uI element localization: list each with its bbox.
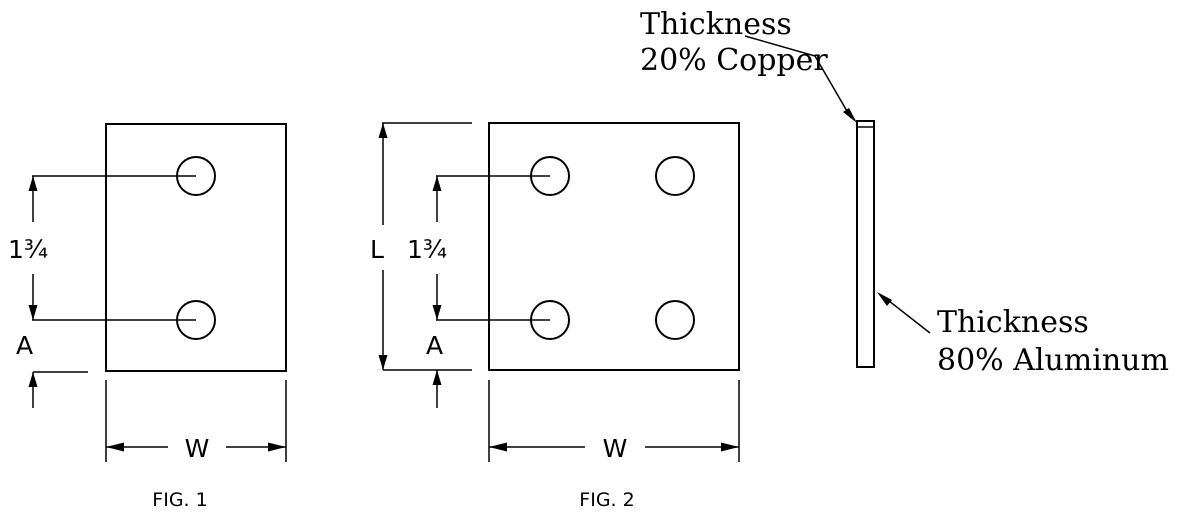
- copper-note-line1: Thickness: [640, 7, 792, 42]
- fig2-length-label: L: [370, 235, 384, 264]
- aluminum-note-line1: Thickness: [937, 305, 1089, 340]
- side-view-bar: [856, 120, 875, 368]
- side-view: Thickness 20% Copper Thickness 80% Alumi…: [640, 7, 1169, 378]
- fig1-width-label: W: [185, 434, 210, 463]
- fig2-width-dimension: [488, 380, 740, 462]
- fig1-edge-distance-label: A: [16, 331, 33, 360]
- fig2-width-label: W: [603, 434, 628, 463]
- figure-2: L 1¾ A W FIG. 2: [370, 122, 740, 511]
- fig2-plate: [488, 122, 740, 371]
- aluminum-leader: [877, 292, 931, 334]
- fig1-hole-spacing-label: 1¾: [8, 235, 48, 264]
- fig1-caption: FIG. 1: [152, 489, 207, 511]
- figure-1: 1¾ A W FIG. 1: [8, 123, 287, 511]
- aluminum-note-line2: 80% Aluminum: [937, 343, 1169, 378]
- fig2-hole-spacing-dimension: [432, 175, 550, 321]
- fig1-plate: [105, 123, 287, 372]
- fig2-edge-distance-label: A: [426, 331, 443, 360]
- fig1-edge-distance-dimension: [28, 371, 88, 408]
- fig2-caption: FIG. 2: [579, 489, 634, 511]
- fig2-edge-distance-dimension: [383, 369, 472, 408]
- fig2-hole-bottom-right: [655, 300, 695, 340]
- fig2-hole-top-right: [655, 156, 695, 196]
- copper-leader: [744, 35, 857, 123]
- fig2-hole-spacing-label: 1¾: [407, 235, 447, 264]
- fig2-length-dimension: [378, 122, 472, 370]
- fig1-hole-spacing-dimension: [28, 175, 196, 321]
- fig1-width-dimension: [105, 380, 287, 462]
- copper-note-line2: 20% Copper: [640, 43, 828, 78]
